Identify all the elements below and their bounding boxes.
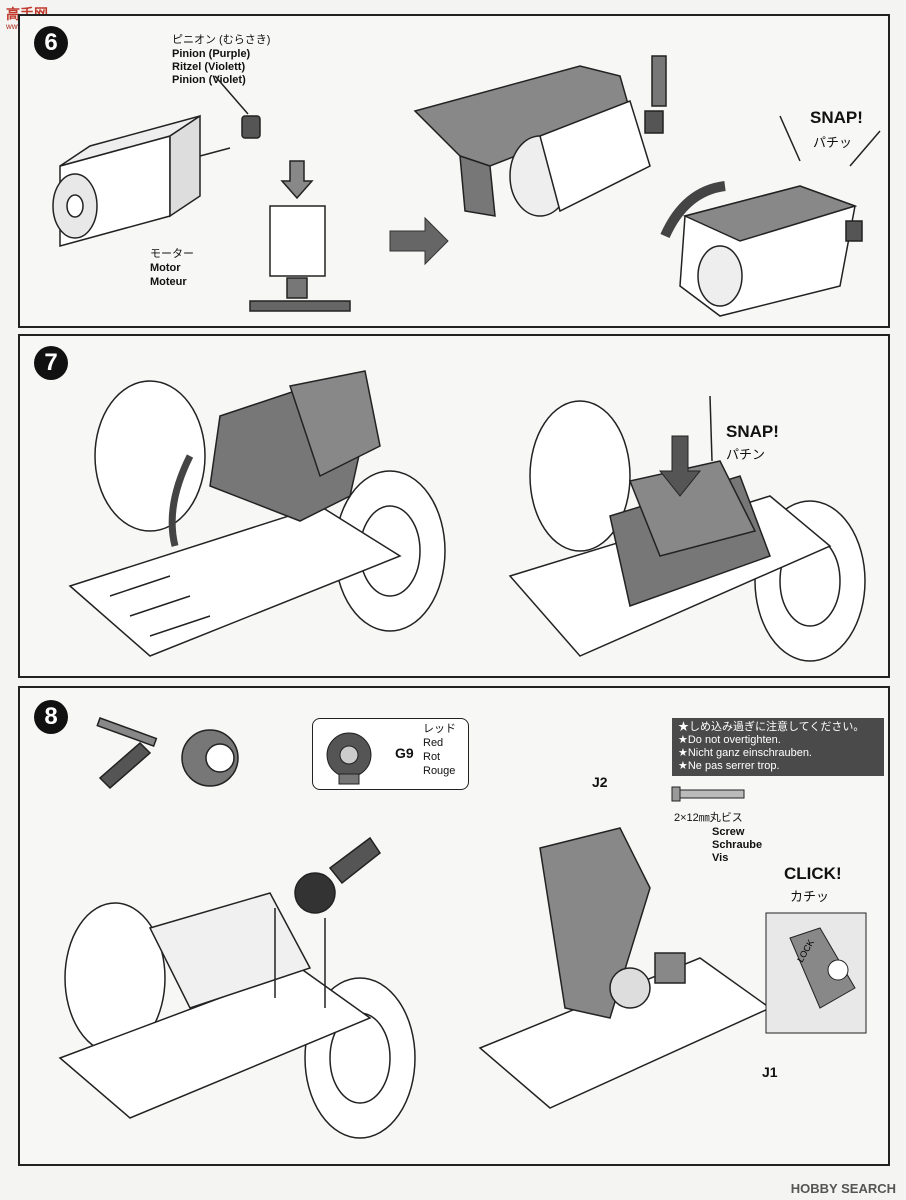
warning-jp: ★しめ込み過ぎに注意してください。 — [678, 721, 865, 733]
gearbox-open-drawing — [413, 55, 667, 217]
part-g9-jp: レッド — [423, 723, 456, 735]
click-text: CLICK! — [784, 864, 842, 883]
part-g9-en: Red — [423, 737, 444, 749]
warning-fr: ★Ne pas serrer trop. — [678, 760, 780, 772]
chassis-motor-drawing — [58, 836, 416, 1139]
step-arrow — [389, 216, 449, 266]
part-g9-box: G9 レッド Red Rot Rouge — [312, 718, 469, 790]
screw-label-en: Screw — [712, 826, 745, 838]
step-7-illustration — [68, 370, 866, 662]
push-arrow-right — [658, 435, 702, 497]
gear-g9-icon — [326, 732, 372, 785]
rotate-arrow — [660, 181, 726, 239]
step-7-snap-text: SNAP! — [726, 422, 779, 441]
part-g9-id: G9 — [395, 745, 414, 761]
screw-label-de: Schraube — [712, 839, 763, 851]
chassis-left-drawing — [68, 370, 446, 657]
step-7-number: 7 — [34, 346, 68, 380]
part-g9-fr: Rouge — [423, 765, 456, 777]
warning-en: ★Do not overtighten. — [678, 734, 781, 746]
pinion-label-fr: Pinion (Violet) — [172, 74, 246, 86]
part-g9-de: Rot — [423, 751, 441, 763]
insert-arrow-left — [168, 454, 194, 547]
step-7-snap-jp: パチン — [726, 447, 766, 462]
gearbox-closed-drawing — [679, 185, 863, 317]
pinion-drawing — [214, 75, 261, 139]
warning-de: ★Nicht ganz einschrauben. — [678, 747, 812, 759]
footer-logo: HOBBY SEARCH — [790, 1181, 896, 1196]
part-j2-label: J2 — [592, 774, 608, 790]
step-8-panel: 8 G9 レッド Red Rot Rouge ★しめ込み過ぎに注意してください。… — [18, 686, 890, 1166]
click-jp: カチッ — [790, 889, 830, 904]
step-6-number: 6 — [34, 26, 68, 60]
step-8-illustration: LOCK — [58, 717, 867, 1139]
step-6-snap-jp: パチッ — [813, 135, 853, 150]
warning-box: ★しめ込み過ぎに注意してください。 ★Do not overtighten. ★… — [672, 718, 884, 776]
chassis-j2-drawing — [478, 827, 772, 1109]
step-6-panel: 6 ピニオン (むらさき) Pinion (Purple) Ritzel (Vi… — [18, 14, 890, 328]
screw-label-fr: Vis — [712, 852, 729, 864]
shaft-gear-drawing — [96, 717, 239, 790]
motor-label-jp: モーター — [150, 248, 194, 260]
part-j1-label: J1 — [762, 1064, 778, 1080]
step-6-snap-text: SNAP! — [810, 108, 863, 127]
screw-icon — [677, 789, 745, 799]
motor-label-fr: Moteur — [150, 276, 187, 288]
step-8-number: 8 — [34, 700, 68, 734]
pinion-label-de: Ritzel (Violett) — [172, 61, 246, 73]
motor-label-en: Motor — [150, 262, 181, 274]
step-6-illustration — [52, 55, 881, 317]
screw-size: 2×12㎜丸ビス — [674, 812, 743, 824]
press-drawing — [249, 160, 351, 312]
step-7-panel: 7 SNAP! パチン — [18, 334, 890, 678]
chassis-right-drawing — [508, 400, 866, 662]
pinion-label-jp: ピニオン (むらさき) — [172, 34, 271, 46]
pinion-label-en: Pinion (Purple) — [172, 48, 251, 60]
motor-drawing — [52, 114, 231, 247]
